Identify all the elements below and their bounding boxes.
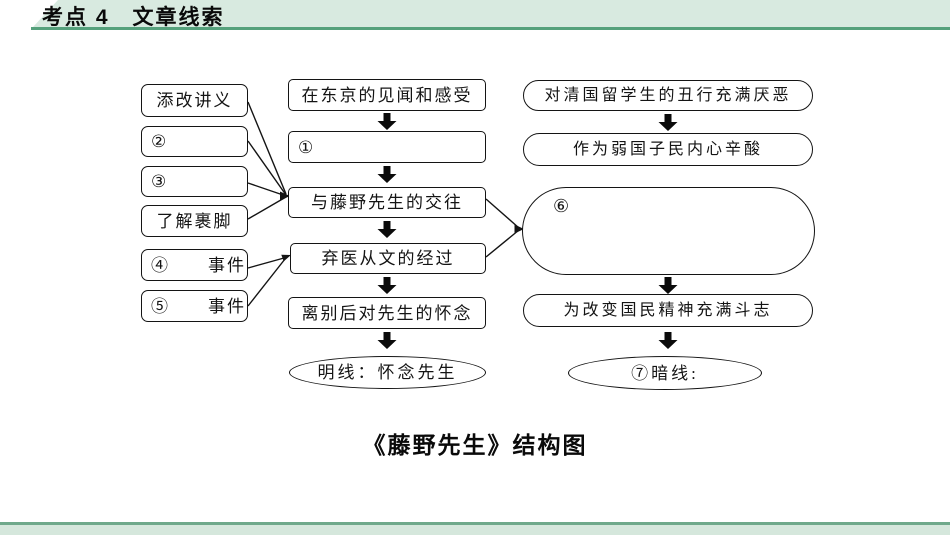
footer-divider bbox=[0, 522, 950, 525]
diagram-caption: 《藤野先生》结构图 bbox=[362, 432, 588, 458]
right-terminal-hidden-thread: ⑦暗线: bbox=[568, 356, 762, 390]
left-box-event-5: ⑤ 事件 bbox=[141, 290, 248, 322]
middle-box-interaction: 与藤野先生的交往 bbox=[288, 187, 486, 218]
page-title: 考点 4 文章线索 bbox=[42, 6, 225, 29]
down-arrow-icon bbox=[377, 332, 397, 349]
down-arrow-icon bbox=[377, 221, 397, 238]
header-band bbox=[33, 0, 950, 27]
down-arrow-icon bbox=[658, 114, 678, 131]
connector-lines-left-bottom bbox=[247, 257, 286, 307]
right-box-6: ⑥ bbox=[522, 187, 815, 275]
connector-lines-to-right bbox=[485, 198, 520, 258]
connector-lines-left-top bbox=[247, 101, 287, 220]
middle-terminal-open-thread: 明线：怀念先生 bbox=[289, 356, 486, 389]
down-arrow-icon bbox=[377, 166, 397, 183]
down-arrow-icon bbox=[377, 113, 397, 130]
middle-box-abandon-medicine: 弃医从文的经过 bbox=[290, 243, 486, 274]
left-box-footbinding: 了解裹脚 bbox=[141, 205, 248, 237]
middle-box-1: ① bbox=[288, 131, 486, 163]
left-box-2: ② bbox=[141, 126, 248, 157]
footer-bar bbox=[0, 525, 950, 535]
down-arrow-icon bbox=[658, 277, 678, 294]
left-box-3: ③ bbox=[141, 166, 248, 197]
middle-box-remembrance: 离别后对先生的怀念 bbox=[288, 297, 486, 329]
left-box-correct-notes: 添改讲义 bbox=[141, 84, 248, 117]
header-underline bbox=[31, 27, 950, 30]
left-box-event-4: ④ 事件 bbox=[141, 249, 248, 281]
right-box-fighting-spirit: 为改变国民精神充满斗志 bbox=[523, 294, 813, 327]
middle-box-tokyo: 在东京的见闻和感受 bbox=[288, 79, 486, 111]
down-arrow-icon bbox=[377, 277, 397, 294]
down-arrow-icon bbox=[658, 332, 678, 349]
right-box-bitterness: 作为弱国子民内心辛酸 bbox=[523, 133, 813, 166]
right-box-disgust: 对清国留学生的丑行充满厌恶 bbox=[523, 80, 813, 111]
